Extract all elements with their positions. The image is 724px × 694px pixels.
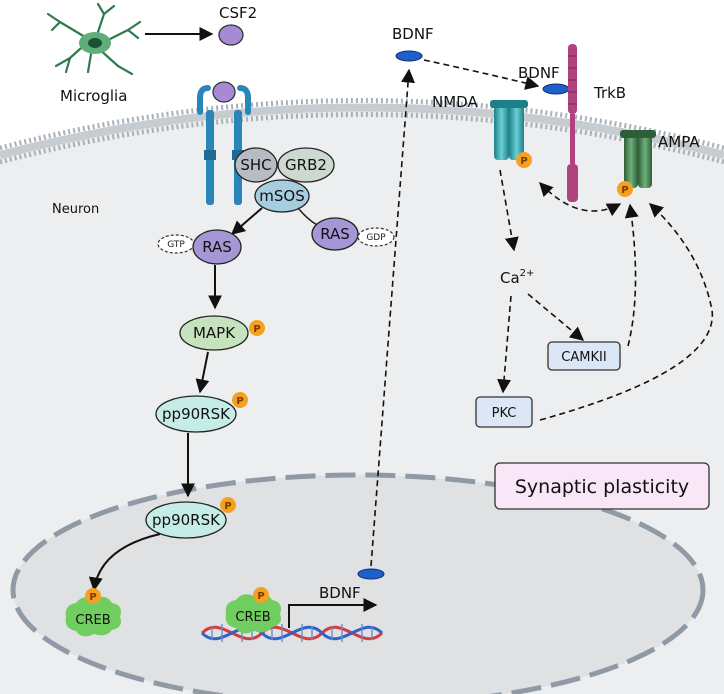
creb-2-phospho-label: P <box>257 591 264 602</box>
mapk-label: MAPK <box>193 324 236 342</box>
camkii-node <box>547 341 621 371</box>
creb-1-phospho-label: P <box>89 592 96 603</box>
synaptic-plasticity-box <box>494 462 710 510</box>
bdnf-secretion-arrow <box>370 68 416 567</box>
gdp-node <box>357 227 395 247</box>
calcium-label: Ca2+ <box>500 268 534 287</box>
ampa-label: AMPA <box>658 133 700 151</box>
synaptic-plasticity-label: Synaptic plasticity <box>515 476 689 498</box>
pp90rsk-phospho <box>232 392 248 408</box>
ras-inactive-label: RAS <box>320 225 350 243</box>
csf2-ligand <box>218 24 244 46</box>
msos-label: mSOS <box>259 187 304 205</box>
pkc-label: PKC <box>492 406 517 421</box>
nmda-phospho <box>516 152 532 168</box>
calcium-to-camkii-arrow <box>527 293 585 341</box>
creb-2-phospho <box>253 587 269 603</box>
bdnf-top-label: BDNF <box>392 25 434 43</box>
neuron-label: Neuron <box>52 202 99 217</box>
pp90rsk-to-creb-arrow <box>88 533 161 592</box>
creb-1: CREB P <box>65 588 121 637</box>
microglia-label: Microglia <box>60 87 127 105</box>
grb2-label: GRB2 <box>285 156 327 174</box>
bdnf-top-ligand <box>395 50 423 62</box>
mapk-node <box>179 315 249 351</box>
pp90rsk-nuclear-node <box>145 501 227 539</box>
creb-2: CREB P <box>225 587 281 634</box>
calcium-to-pkc-arrow <box>497 295 512 394</box>
nmda-label: NMDA <box>432 93 478 111</box>
ampa-receptor: P <box>617 130 656 197</box>
ras-active-node <box>192 229 242 265</box>
pp90rsk-nuclear-phospho <box>220 497 236 513</box>
creb-2-label: CREB <box>235 610 270 625</box>
trkb-crosstalk-arrow <box>539 181 622 217</box>
ras-active-label: RAS <box>202 238 232 256</box>
pp90rsk-label: pp90RSK <box>162 405 231 423</box>
csf2-label: CSF2 <box>219 4 257 22</box>
bdnf-bound-label: BDNF <box>518 64 560 82</box>
pkc-to-ampa-arrow <box>539 203 714 421</box>
csf2-receptor <box>197 81 251 205</box>
mapk-phospho-label: P <box>253 324 260 335</box>
mapk-phospho <box>249 320 265 336</box>
nmda-to-calcium-arrow <box>499 169 519 252</box>
microglia-cell: Microglia <box>46 2 142 105</box>
shc-label: SHC <box>240 156 271 174</box>
csf2-bound-ligand <box>212 81 236 103</box>
creb-1-phospho <box>85 588 101 604</box>
adaptor-complex: SHC GRB2 mSOS <box>234 147 335 213</box>
nmda-phospho-label: P <box>520 156 527 167</box>
pp90rsk-nuclear-phospho-label: P <box>224 501 231 512</box>
transcription-start-arrow <box>288 598 378 628</box>
bdnf-gene-label: BDNF <box>319 584 361 602</box>
ampa-phospho-label: P <box>621 185 628 196</box>
grb2-node <box>277 147 335 183</box>
nmda-receptor: P <box>490 100 532 168</box>
ras-inactive-node <box>311 217 359 251</box>
gdp-label: GDP <box>366 233 386 243</box>
msos-activates-ras-arrow <box>230 207 263 235</box>
bdnf-product <box>357 568 385 580</box>
mapk-to-pp90rsk-arrow <box>195 351 210 394</box>
camkii-label: CAMKII <box>561 350 606 365</box>
msos-node <box>254 179 310 213</box>
calcium-base: Ca <box>500 269 520 287</box>
gtp-label: GTP <box>167 240 185 250</box>
pp90rsk-node <box>155 395 237 433</box>
bdnf-bound-ligand <box>542 83 570 95</box>
bdnf-to-trkb-arrow <box>423 59 540 90</box>
pkc-node <box>475 396 533 428</box>
pp90rsk-nuclear-label: pp90RSK <box>152 511 221 529</box>
trkb-label: TrkB <box>593 84 626 102</box>
creb-1-label: CREB <box>75 613 110 628</box>
shc-node <box>234 147 278 183</box>
pp90rsk-phospho-label: P <box>236 396 243 407</box>
camkii-to-ampa-arrow <box>624 203 639 347</box>
calcium-charge: 2+ <box>520 268 535 279</box>
